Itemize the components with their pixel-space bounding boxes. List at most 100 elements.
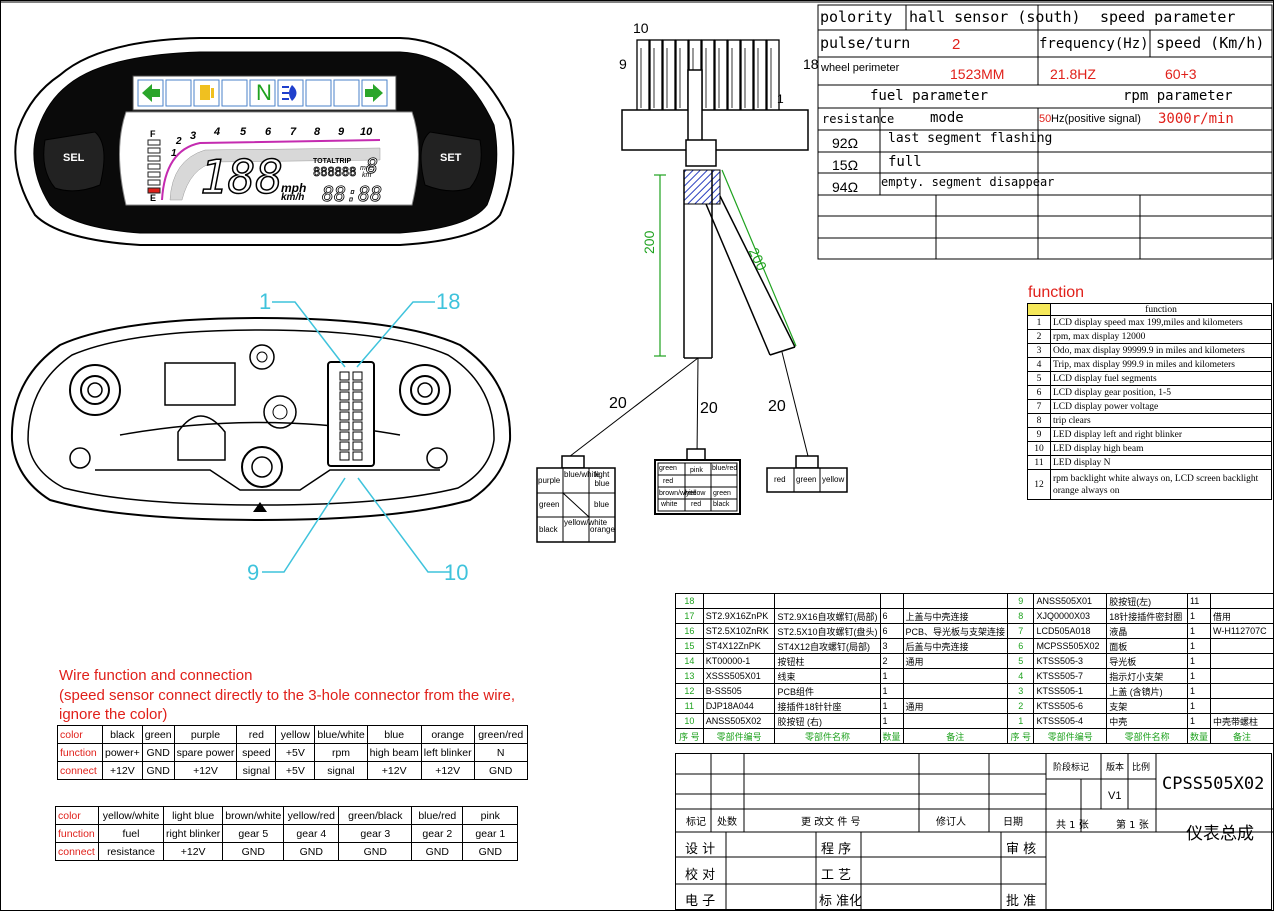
function-number: 9	[1027, 427, 1051, 442]
wire-cell: +5V	[275, 743, 316, 762]
rpm-signal-label: Hz(positive signal)	[1051, 113, 1141, 125]
fuel-mode-3: empty. segment disappear	[881, 175, 1055, 189]
wire-cell: GND	[462, 842, 519, 861]
tb-standard: 标 准化	[819, 894, 863, 909]
tb-place: 处数	[717, 817, 737, 828]
bom-header-name: 零部件名称	[1106, 728, 1188, 744]
wheel-perimeter-value: 1523MM	[950, 66, 1005, 82]
bom-cell-code: KTSS505-1	[1033, 683, 1108, 699]
wire-cell: GND	[222, 842, 285, 861]
tb-scale: 比例	[1132, 763, 1151, 773]
tb-procedure: 程 序	[821, 842, 852, 857]
rpm-signal-hz: 50	[1039, 113, 1052, 125]
rpm-tick: 7	[290, 126, 297, 138]
wire-length-3: 20	[768, 398, 786, 415]
wire-cell: resistance	[98, 842, 164, 861]
mph-unit: mph	[281, 181, 307, 195]
function-number: 12	[1027, 469, 1051, 500]
plug-left-pin: orange	[590, 525, 615, 534]
fuel-mode-2: full	[888, 154, 922, 170]
bom-cell-code: ST4X12ZnPK	[702, 638, 776, 654]
function-number: 5	[1027, 371, 1051, 386]
bom-cell-no: 10	[675, 713, 704, 729]
rpm-tick: 5	[240, 126, 247, 138]
total-trip-label: TOTALTRIP	[313, 158, 352, 165]
plug-left-pin: blue	[594, 500, 610, 509]
function-number: 3	[1027, 343, 1051, 358]
bom-cell-code: ST2.5X10ZnRK	[702, 623, 776, 639]
bom-cell-no: 4	[1007, 668, 1035, 684]
bom-cell-qty: 1	[879, 698, 904, 714]
bom-cell-qty: 1	[1186, 608, 1211, 624]
tb-design: 设 计	[685, 842, 716, 857]
wire-cell: fuel	[98, 824, 164, 843]
wire-row-header: function	[55, 824, 99, 843]
bom-cell-note	[1209, 698, 1274, 714]
bom-cell-note: 中壳带螺柱	[1209, 713, 1274, 729]
rpm-tick: 3	[190, 130, 197, 142]
rpm-tick: 2	[176, 136, 182, 147]
pulse-turn-value: 2	[952, 36, 961, 53]
wire-cell: red	[236, 725, 277, 744]
function-text: LED display N	[1050, 455, 1272, 470]
pin-label-10: 10	[633, 20, 649, 36]
wire-length-2: 20	[700, 400, 718, 417]
function-text: rpm, max display 12000	[1050, 329, 1272, 344]
bom-cell-code: KTSS505-6	[1033, 698, 1108, 714]
wire-cell: power+	[102, 743, 143, 762]
wire-row-header: color	[57, 725, 103, 744]
bom-cell-qty: 1	[1186, 698, 1211, 714]
tb-date: 日期	[1003, 817, 1023, 828]
bom-cell-qty: 1	[879, 668, 904, 684]
bom-header-row: 序 号零部件编号零部件名称数量备注序 号零部件编号零部件名称数量备注	[675, 728, 1274, 744]
wire-cell: yellow/red	[283, 806, 340, 825]
bom-cell-name: 指示灯小支架	[1106, 668, 1188, 684]
function-header: function	[1050, 303, 1272, 316]
plug-left-pin: yellow/white	[564, 518, 608, 527]
plug-mid-pin: green	[659, 465, 677, 472]
tb-sheet-no: 第 1 张	[1116, 820, 1149, 831]
plug-right-pin: green	[796, 475, 817, 484]
rpm-tick: 6	[265, 126, 272, 138]
bom-cell-qty: 6	[879, 608, 904, 624]
plug-mid-pin: blue/red	[712, 465, 738, 472]
function-number: 11	[1027, 455, 1051, 470]
frequency-value: 21.8HZ	[1050, 66, 1096, 82]
bom-cell-note: 后盖与中壳连接	[902, 638, 1009, 654]
plug-mid-pin: white	[661, 501, 678, 508]
function-text: LCD display gear position, 1-5	[1050, 385, 1272, 400]
wire-cell: green/red	[473, 725, 528, 744]
bom-cell-no: 18	[675, 593, 704, 609]
wire-row-header: connect	[55, 842, 99, 861]
dimension-200-left: 200	[641, 230, 657, 254]
bom-header-no: 序 号	[1007, 728, 1035, 744]
bom-header-qty: 数量	[879, 728, 904, 744]
bom-cell-no: 12	[675, 683, 704, 699]
plug-mid-pin: black	[713, 501, 730, 508]
bom-cell-code	[702, 593, 776, 609]
sel-button-shape	[43, 131, 105, 192]
bom-cell-name: ST2.5X10自攻螺钉(盘头)	[774, 623, 881, 639]
set-label: SET	[440, 152, 462, 164]
wire-cell: +12V	[420, 761, 475, 780]
tb-change-doc: 更 改文 件 号	[801, 817, 861, 828]
bom-cell-no: 5	[1007, 653, 1035, 669]
miles-label: miles	[360, 165, 377, 172]
bom-cell-code: XSSS505X01	[702, 668, 776, 684]
wire-cell: speed	[236, 743, 277, 762]
plug-mid-pin: red	[691, 501, 702, 508]
bom-cell-name: 中壳	[1106, 713, 1188, 729]
bom-cell-qty: 1	[1186, 638, 1211, 654]
km-label: km	[362, 172, 372, 179]
wire-cell: GND	[411, 842, 464, 861]
